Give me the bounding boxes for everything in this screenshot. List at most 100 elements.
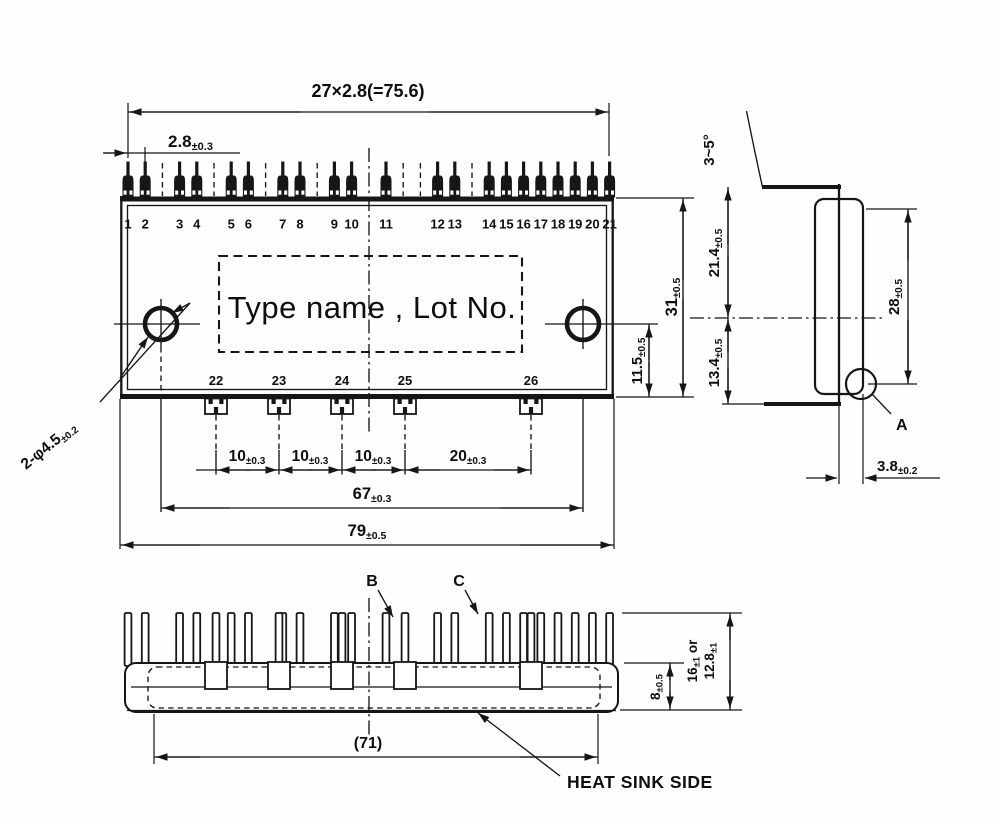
dim-pitch-total: 27×2.8(=75.6) [311, 81, 424, 101]
front-pin [330, 612, 339, 667]
detail-c-label: C [453, 573, 465, 590]
top-pin-label: 9 [331, 217, 338, 232]
marking-box [217, 254, 524, 354]
dim-pin-pitch: 2.8±0.3 [168, 132, 213, 153]
bottom-pin-label: 26 [524, 373, 538, 388]
dimension-arrowheads [104, 108, 940, 761]
front-pin [295, 612, 305, 667]
front-pin [588, 612, 597, 667]
front-pin [433, 612, 442, 667]
top-pin-label: 4 [193, 217, 201, 232]
top-pin-lead [384, 161, 388, 177]
top-pin-label: 14 [482, 217, 497, 232]
top-pin-label: 3 [176, 217, 183, 232]
front-pin [519, 612, 528, 667]
top-pin-lead [126, 161, 130, 177]
top-pin-lead [608, 161, 612, 177]
top-pin-label: 17 [534, 217, 548, 232]
front-pin [123, 612, 133, 667]
top-pin-lead [281, 161, 285, 177]
dim-hole-diameter: 2-φ4.5±0.2 [18, 418, 81, 474]
top-pin-lead [229, 161, 233, 177]
top-view-body-inner-line [126, 204, 608, 391]
front-pin-notch [267, 661, 291, 690]
top-pin-label: 20 [585, 217, 599, 232]
top-pin-label: 7 [279, 217, 286, 232]
heatsink-leader [477, 712, 561, 777]
front-pin [192, 612, 202, 667]
top-pin-label: 5 [228, 217, 235, 232]
top-pin-lead [487, 161, 491, 177]
dim-hole-to-bottom: 11.5±0.5 [630, 337, 648, 384]
front-pin [226, 612, 236, 667]
front-pin-notch [330, 661, 354, 690]
front-pin [553, 612, 563, 667]
dim-lower-half: 13.4±0.5 [706, 338, 725, 387]
detail-c-leader [464, 589, 479, 615]
dim-substrate-height: 28±0.5 [886, 279, 905, 316]
dim-lead-angle: 3~5° [701, 134, 718, 165]
dim-hole-span: 67±0.3 [353, 485, 392, 505]
top-pin-label: 11 [379, 217, 393, 232]
top-pin-lead [522, 161, 526, 177]
top-pin-label: 18 [551, 217, 565, 232]
detail-a-circle [844, 367, 878, 401]
front-pin-notch [519, 661, 543, 690]
dim-pin-span-1: 10±0.3 [229, 448, 266, 467]
dim-lead-offset: 3.8±0.2 [877, 458, 918, 477]
front-pin [526, 612, 536, 667]
dim-total-height-alt: 12.8±1 [702, 642, 720, 679]
front-pin [337, 612, 347, 667]
front-pin [502, 612, 511, 667]
front-pin [244, 612, 253, 667]
front-pin [211, 612, 221, 667]
front-pin [274, 612, 284, 667]
top-pin-label: 16 [516, 217, 530, 232]
front-pin [605, 612, 614, 667]
bottom-pin-label: 24 [335, 373, 350, 388]
top-pin-label: 12 [430, 217, 444, 232]
front-pin-notch [393, 661, 417, 690]
top-pin-lead [436, 161, 440, 177]
heatsink-side-label: HEAT SINK SIDE [567, 772, 713, 792]
dim-upper-half: 21.4±0.5 [706, 228, 725, 277]
top-pin-label: 6 [245, 217, 252, 232]
bottom-pin-label: 23 [272, 373, 286, 388]
front-pin [450, 612, 460, 667]
bottom-pin-label: 22 [209, 373, 223, 388]
top-pin-lead [298, 161, 302, 177]
top-pin-label: 2 [142, 217, 149, 232]
bottom-pin-label: 25 [398, 373, 412, 388]
front-pin [400, 612, 410, 667]
detail-a-leader [871, 393, 892, 415]
dim-arrow [119, 336, 149, 379]
top-pin-lead [246, 161, 250, 177]
dim-pin-span-3: 10±0.3 [355, 448, 392, 467]
front-pin-notch [204, 661, 228, 690]
top-pin-lead [539, 161, 543, 177]
top-pin-label: 10 [344, 217, 358, 232]
top-pin-label: 19 [568, 217, 582, 232]
top-pin-label: 8 [296, 217, 303, 232]
front-pin [381, 612, 391, 667]
top-pin-lead [573, 161, 577, 177]
top-pin-lead [453, 161, 457, 177]
top-pin-label: 15 [499, 217, 513, 232]
side-view-bent-lead-curve [745, 110, 764, 188]
dim-pin-span-4: 20±0.3 [450, 448, 487, 467]
dim-body-height: 31±0.5 [663, 277, 683, 316]
dim-heatsink-width: (71) [354, 735, 382, 752]
front-pin [347, 612, 356, 667]
dim-body-thickness: 8±0.5 [648, 673, 666, 700]
marking-text: Type name , Lot No. [228, 290, 517, 325]
detail-b-label: B [366, 573, 378, 590]
top-view-lower-pin-row: 22 23 24 25 26 [204, 373, 543, 690]
front-pin [175, 612, 184, 667]
top-pin-lead [590, 161, 594, 177]
top-pin-lead [350, 161, 354, 177]
heatsink-dashed-outline [147, 666, 601, 709]
detail-a-label: A [896, 417, 908, 434]
front-pin [484, 612, 494, 667]
